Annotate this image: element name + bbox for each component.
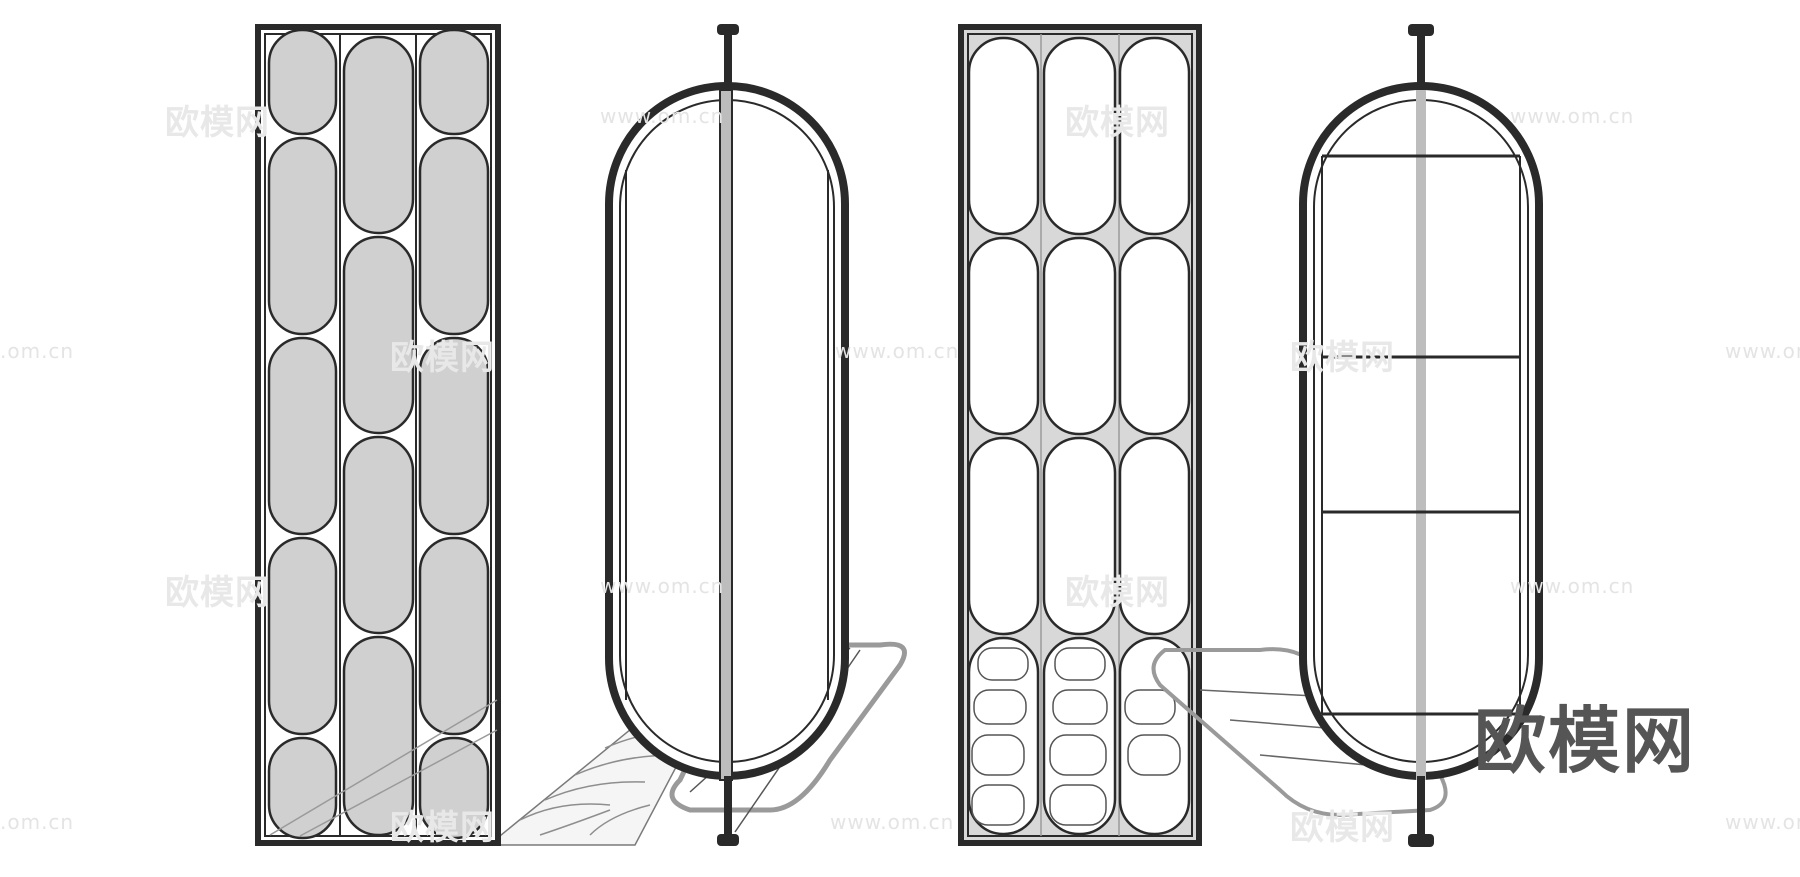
pole-cap-bottom <box>717 834 739 846</box>
panel-4-oval-screen-with-crossbars <box>1151 24 1543 847</box>
watermark-url-right-1: www.om <box>1725 339 1800 363</box>
pole-bottom <box>724 776 732 836</box>
pole-top <box>1417 34 1425 88</box>
panel-2-oval-mirror-screen <box>605 24 907 846</box>
logo-text: 欧模网 <box>1474 699 1697 783</box>
pole-cap-bottom <box>1408 834 1434 847</box>
watermark-cn-6: 欧模网 <box>1065 573 1170 613</box>
pole-cap-top <box>1408 24 1434 36</box>
watermark-cn-7: 欧模网 <box>390 808 495 848</box>
watermark-url-4: www.om.cn <box>600 574 725 598</box>
watermark-url-right-2: www.om <box>1725 810 1800 834</box>
watermark-url-6: www.om.cn <box>830 810 955 834</box>
watermark-url-2: www.om.cn <box>1510 104 1635 128</box>
watermark-url-left-2: .om.cn <box>0 810 75 834</box>
watermark-cn-4: 欧模网 <box>1290 338 1395 378</box>
watermark-url-5: www.om.cn <box>1510 574 1635 598</box>
watermark-url-1: www.om.cn <box>600 104 725 128</box>
watermark-url-3: www.om.cn <box>835 339 960 363</box>
pole-bottom <box>1417 776 1425 836</box>
pole-top <box>724 33 732 88</box>
panel-1-staggered-grey-ovals <box>255 24 746 846</box>
pole-cap-top <box>717 24 739 35</box>
panel-3-three-column-ovals <box>958 24 1202 846</box>
watermark-cn-5: 欧模网 <box>165 573 270 613</box>
watermark-cn-2: 欧模网 <box>1065 103 1170 143</box>
watermark-cn-8: 欧模网 <box>1290 808 1395 848</box>
watermark-cn-1: 欧模网 <box>165 103 270 143</box>
watermark-cn-3: 欧模网 <box>390 338 495 378</box>
watermark-url-left-1: .om.cn <box>0 339 75 363</box>
